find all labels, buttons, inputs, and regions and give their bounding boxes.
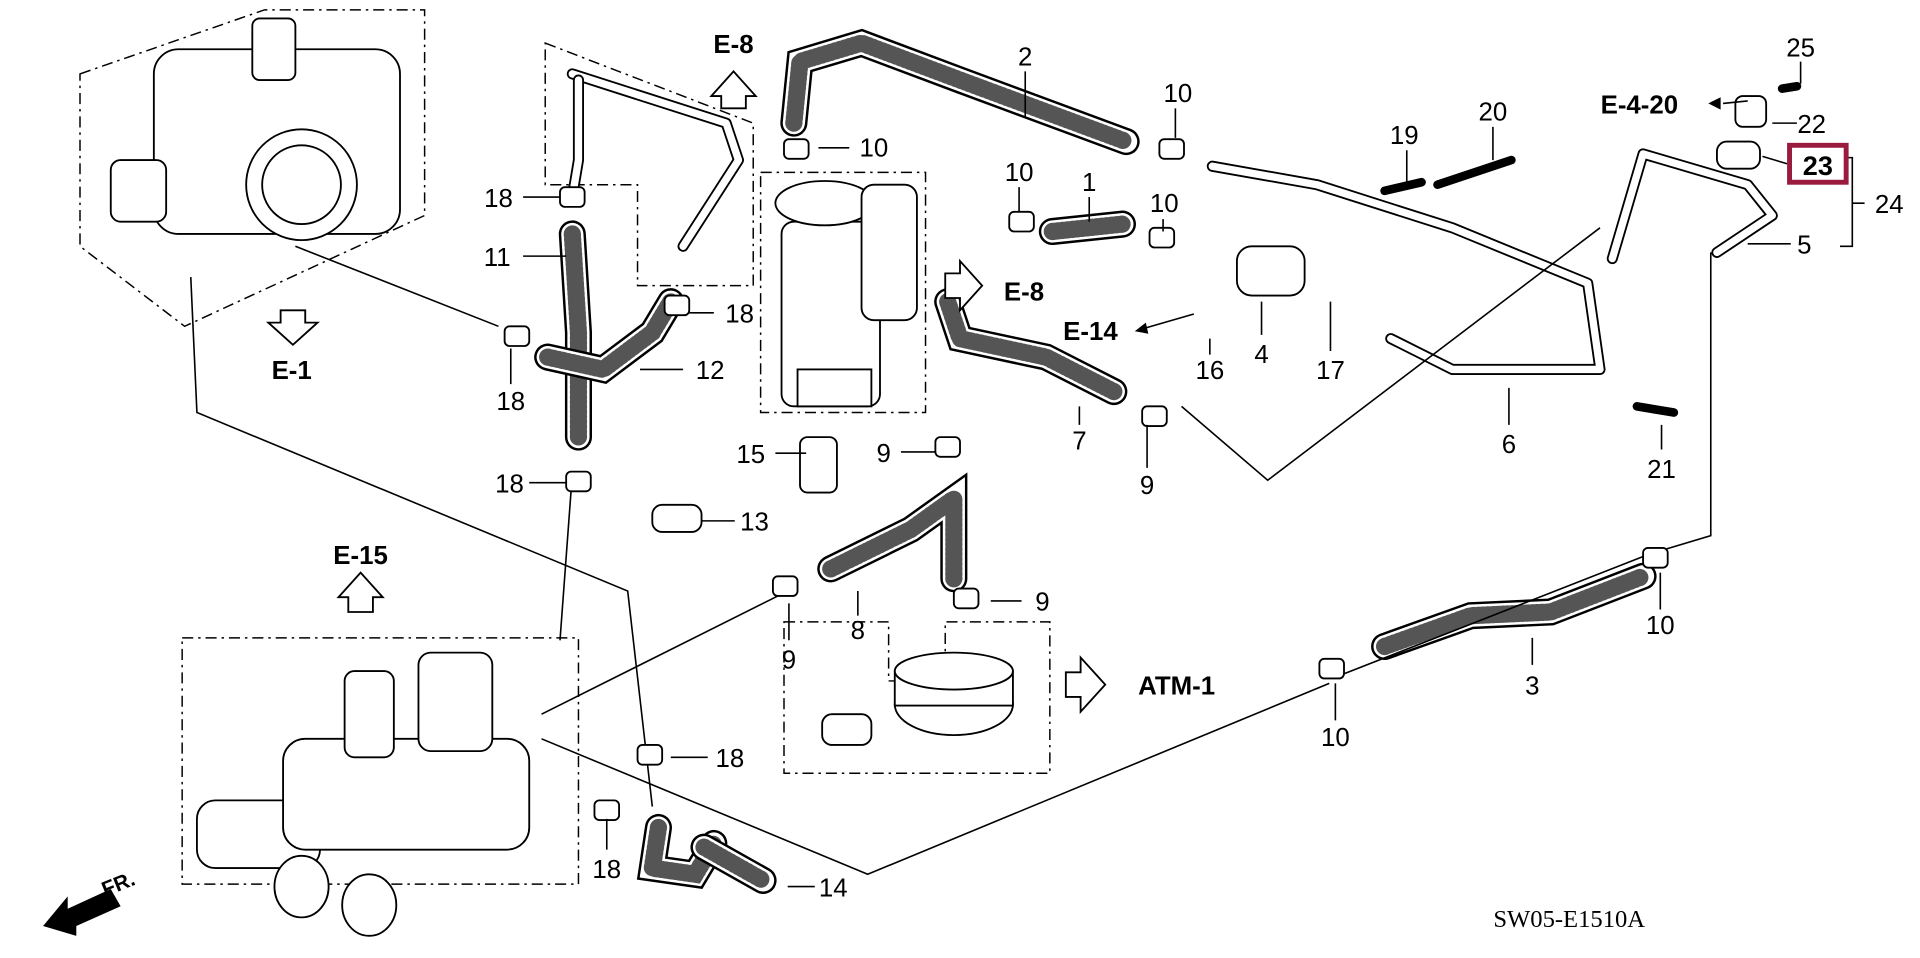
clips (503, 95, 1768, 822)
thermostat-housing (196, 651, 531, 937)
filter-housing (774, 180, 918, 408)
e14-arrow (1138, 313, 1195, 331)
callout[interactable]: 19 (1390, 122, 1419, 150)
atm1-right-arrow (1064, 655, 1107, 715)
callout[interactable]: 18 (496, 388, 525, 416)
pipe-e8 (566, 68, 744, 252)
callout[interactable]: 10 (1163, 80, 1192, 108)
callout[interactable]: 10 (1005, 159, 1034, 187)
front-arrow-icon (43, 889, 121, 936)
callout[interactable]: 21 (1647, 456, 1676, 484)
callout[interactable]: 18 (592, 856, 621, 884)
ref-e15[interactable]: E-15 (333, 542, 388, 570)
callout[interactable]: 13 (740, 509, 769, 537)
ref-e8-top[interactable]: E-8 (713, 31, 753, 59)
leader-lines (509, 61, 1865, 888)
callout[interactable]: 10 (1646, 612, 1675, 640)
callout[interactable]: 9 (877, 440, 891, 468)
callout[interactable]: 22 (1797, 111, 1826, 139)
hose-8 (817, 472, 968, 593)
ref-atm1[interactable]: ATM-1 (1138, 672, 1215, 700)
callout[interactable]: 8 (851, 617, 865, 645)
hose-2 (780, 28, 1140, 156)
callout[interactable]: 15 (736, 441, 765, 469)
ref-e4-20[interactable]: E-4-20 (1601, 91, 1679, 119)
callout[interactable]: 7 (1072, 427, 1086, 455)
callout[interactable]: 2 (1018, 43, 1032, 71)
callout[interactable]: 9 (1035, 589, 1049, 617)
callout[interactable]: 9 (782, 647, 796, 675)
hose-1 (1038, 210, 1136, 246)
hose-11-12 (534, 220, 685, 451)
e8-right-arrow (944, 258, 984, 313)
throttle-body-box (79, 9, 426, 328)
callout[interactable]: 4 (1254, 341, 1268, 369)
atm-box (783, 621, 1051, 775)
callout[interactable]: 9 (1140, 472, 1154, 500)
throttle-body (109, 17, 401, 242)
ref-e14[interactable]: E-14 (1063, 318, 1118, 346)
connection-lines (189, 227, 1712, 876)
callout[interactable]: 25 (1786, 35, 1815, 63)
callout[interactable]: 18 (484, 185, 513, 213)
pipe-5 (1606, 148, 1778, 265)
callout[interactable]: 14 (819, 874, 848, 902)
callout[interactable]: 18 (495, 471, 524, 499)
water-pump-box (181, 637, 580, 885)
e15-up-arrow (336, 571, 385, 613)
ref-e1[interactable]: E-1 (272, 357, 312, 385)
front-label: FR. (99, 867, 139, 901)
e14-arrowhead (1134, 322, 1149, 334)
pipe-6 (1206, 160, 1606, 375)
filter-box (759, 171, 927, 414)
hose-3 (1371, 562, 1657, 661)
callout[interactable]: 10 (1150, 190, 1179, 218)
atf-cooler (821, 651, 1014, 746)
e4-20-arrow (1708, 97, 1721, 110)
callout[interactable]: 3 (1525, 672, 1539, 700)
callout[interactable]: 12 (696, 357, 725, 385)
callout[interactable]: 6 (1502, 431, 1516, 459)
e1-down-arrow (265, 309, 320, 347)
callout[interactable]: 10 (859, 134, 888, 162)
callout[interactable]: 18 (725, 301, 754, 329)
hose-7 (934, 288, 1128, 406)
callout-highlighted[interactable]: 23 (1803, 150, 1833, 181)
callout[interactable]: 20 (1479, 99, 1508, 127)
callout[interactable]: 5 (1797, 232, 1811, 260)
callout-numbers: 25 22 23 24 5 19 20 10 10 1 10 10 2 18 1… (484, 35, 1904, 903)
ref-e8-right[interactable]: E-8 (1004, 278, 1044, 306)
e8-box (544, 42, 754, 287)
bolts (1380, 81, 1802, 417)
section-references: E-4-20 E-8 E-8 E-14 E-1 E-15 ATM-1 (272, 31, 1679, 701)
callout[interactable]: 10 (1321, 724, 1350, 752)
callout[interactable]: 16 (1195, 357, 1224, 385)
callout[interactable]: 18 (715, 745, 744, 773)
callout[interactable]: 17 (1316, 357, 1345, 385)
callout[interactable]: 24 (1875, 191, 1904, 219)
e8-up-arrow (709, 70, 758, 110)
diagram-code: SW05-E1510A (1493, 906, 1645, 933)
callout[interactable]: 1 (1082, 169, 1096, 197)
hose-14 (636, 813, 777, 894)
highlight-box (1787, 142, 1849, 185)
callout[interactable]: 11 (484, 244, 511, 272)
